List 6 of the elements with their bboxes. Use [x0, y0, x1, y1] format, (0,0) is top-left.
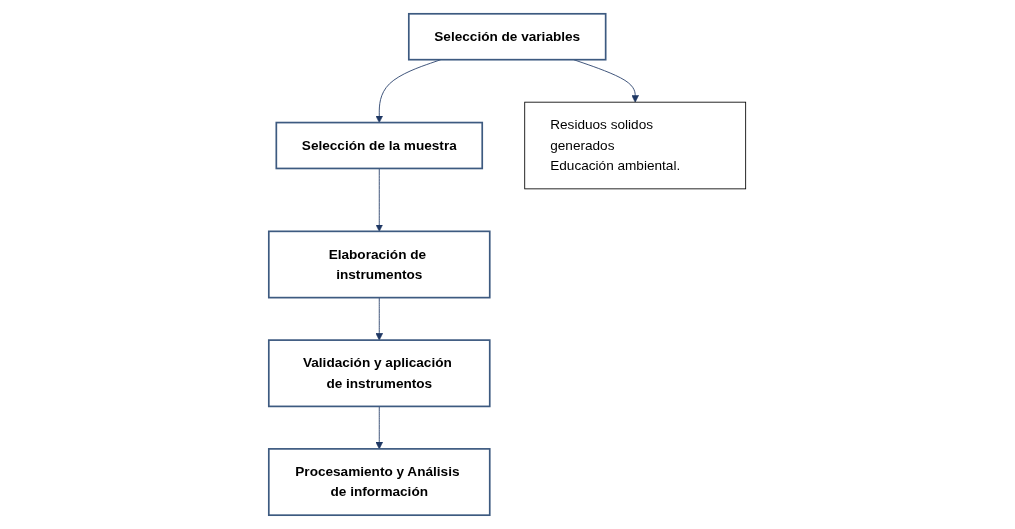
node-box: Elaboración de instrumentos [268, 230, 491, 299]
node-box: Validación y aplicación de instrumentos [268, 339, 491, 408]
node-box: Selección de variables [408, 12, 607, 61]
node-box: Residuos solidos generados Educación ambiental. [524, 101, 747, 190]
node-box: Procesamiento y Análisis de información [268, 448, 491, 517]
node-box: Selección de la muestra [275, 121, 484, 170]
